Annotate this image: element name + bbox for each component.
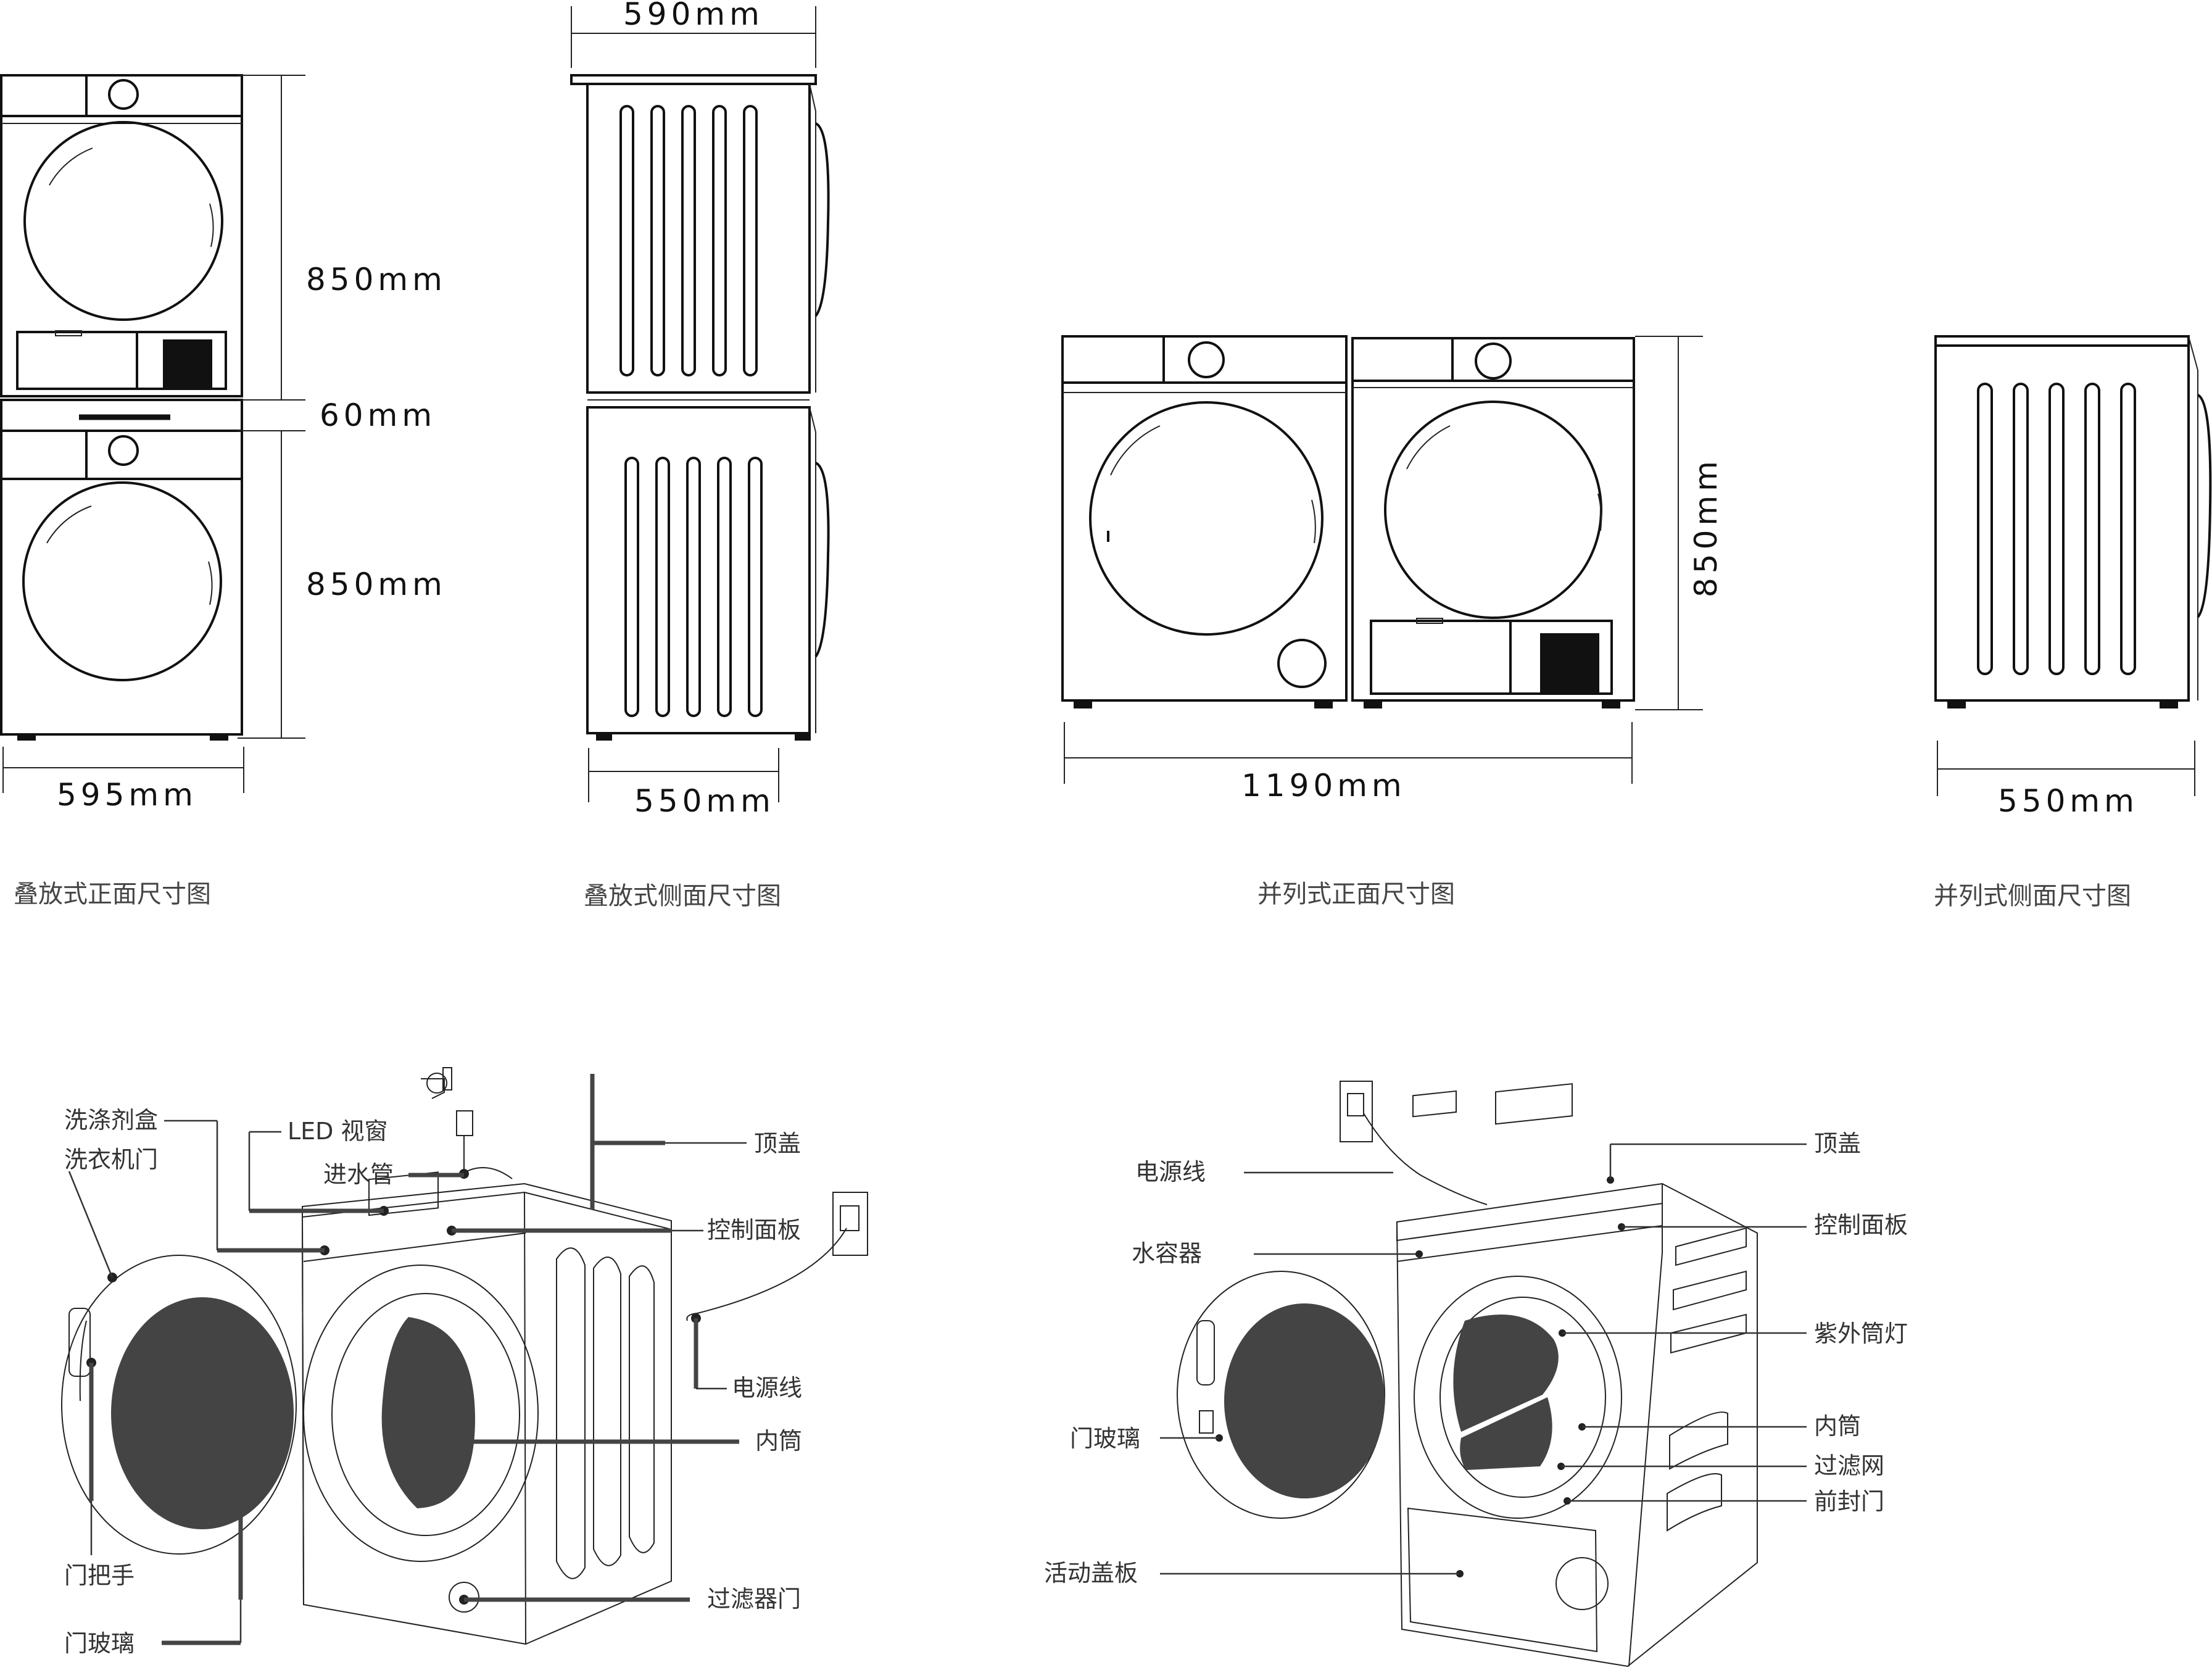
dryer-drum-opening	[1453, 1315, 1559, 1432]
dim-parallel-width: 1190mm	[1241, 768, 1406, 804]
caption-stack-front: 叠放式正面尺寸图	[14, 880, 211, 908]
label-uv-drum-light: 紫外筒灯	[1814, 1320, 1908, 1347]
washer-drum-opening	[381, 1317, 475, 1508]
dim-stack-gap: 60mm	[320, 397, 436, 433]
label-front-seal-door: 前封门	[1814, 1488, 1884, 1515]
label-inner-drum: 内筒	[755, 1427, 802, 1455]
stacked-front-view: 850mm 60mm 850mm 595mm 叠放式正面尺寸图	[0, 74, 447, 908]
stacked-front-lower-washer	[0, 430, 243, 741]
label-detergent-box: 洗涤剂盒	[64, 1107, 158, 1134]
label-dryer-top-cover: 顶盖	[1814, 1130, 1861, 1157]
label-door-handle: 门把手	[64, 1562, 135, 1589]
label-filter-door: 过滤器门	[707, 1585, 801, 1613]
dim-parallel-depth: 550mm	[1998, 783, 2139, 819]
label-dryer-control-panel: 控制面板	[1814, 1211, 1908, 1239]
label-dryer-door-glass: 门玻璃	[1070, 1425, 1140, 1452]
dryer-power-outlet-icon	[1340, 1081, 1488, 1205]
stacked-side-vents-lower	[624, 457, 763, 717]
label-removable-panel: 活动盖板	[1044, 1560, 1138, 1587]
dim-stack-side-top: 590mm	[623, 0, 764, 32]
washer-door	[61, 1255, 297, 1555]
dim-stack-height-bottom: 850mm	[306, 567, 447, 602]
stacked-side-vents-upper	[619, 105, 758, 376]
label-water-container: 水容器	[1132, 1240, 1202, 1267]
washer-water-tap-icon	[421, 1067, 513, 1179]
parallel-front-washer	[1061, 335, 1348, 708]
caption-stack-side: 叠放式侧面尺寸图	[584, 882, 781, 910]
dim-parallel-height: 850mm	[1688, 457, 1724, 597]
caption-parallel-front: 并列式正面尺寸图	[1257, 880, 1455, 908]
washer-door-glass	[111, 1297, 294, 1529]
label-control-panel: 控制面板	[707, 1216, 801, 1244]
label-power-cord: 电源线	[732, 1374, 802, 1402]
label-top-cover: 顶盖	[754, 1130, 801, 1157]
label-dryer-inner-drum: 内筒	[1814, 1413, 1861, 1440]
parallel-side-view: 550mm 并列式侧面尺寸图	[1934, 335, 2212, 910]
washer-power-outlet-icon	[686, 1192, 868, 1321]
dryer-parts-diagram: 电源线 水容器 顶盖 控制面板 紫外筒灯 内筒 门玻璃 过滤网 前封门 活动盖板	[1044, 1081, 1908, 1668]
parallel-front-dryer	[1351, 337, 1635, 708]
parallel-side-vents	[1977, 383, 2136, 675]
parallel-front-view: 850mm 1190mm 并列式正面尺寸图	[1061, 335, 1724, 908]
stacked-side-view: 590mm 550mm 叠放式侧面尺寸图	[570, 0, 830, 910]
dim-stack-height-top: 850mm	[306, 262, 447, 297]
washer-parts-diagram: 洗涤剂盒 洗衣机门 LED 视窗 进水管 顶盖 控制面板 电源线 内筒 门把手 …	[61, 1067, 868, 1657]
washer-side-vents	[556, 1247, 655, 1579]
dryer-door-glass	[1224, 1303, 1385, 1498]
label-washer-door: 洗衣机门	[64, 1146, 158, 1173]
dryer-side-vents	[1667, 1227, 1747, 1532]
dim-stack-width: 595mm	[57, 777, 197, 813]
caption-parallel-side: 并列式侧面尺寸图	[1934, 882, 2131, 910]
label-led-window: LED 视窗	[288, 1118, 388, 1145]
dim-stack-side-bottom: 550mm	[634, 783, 775, 819]
label-filter-mesh: 过滤网	[1814, 1452, 1884, 1479]
label-inlet-pipe: 进水管	[323, 1161, 394, 1188]
label-dryer-power-cord: 电源线	[1135, 1158, 1206, 1186]
stacked-front-upper-dryer	[0, 74, 243, 397]
dryer-door	[1177, 1271, 1385, 1519]
label-washer-door-glass: 门玻璃	[64, 1630, 135, 1657]
